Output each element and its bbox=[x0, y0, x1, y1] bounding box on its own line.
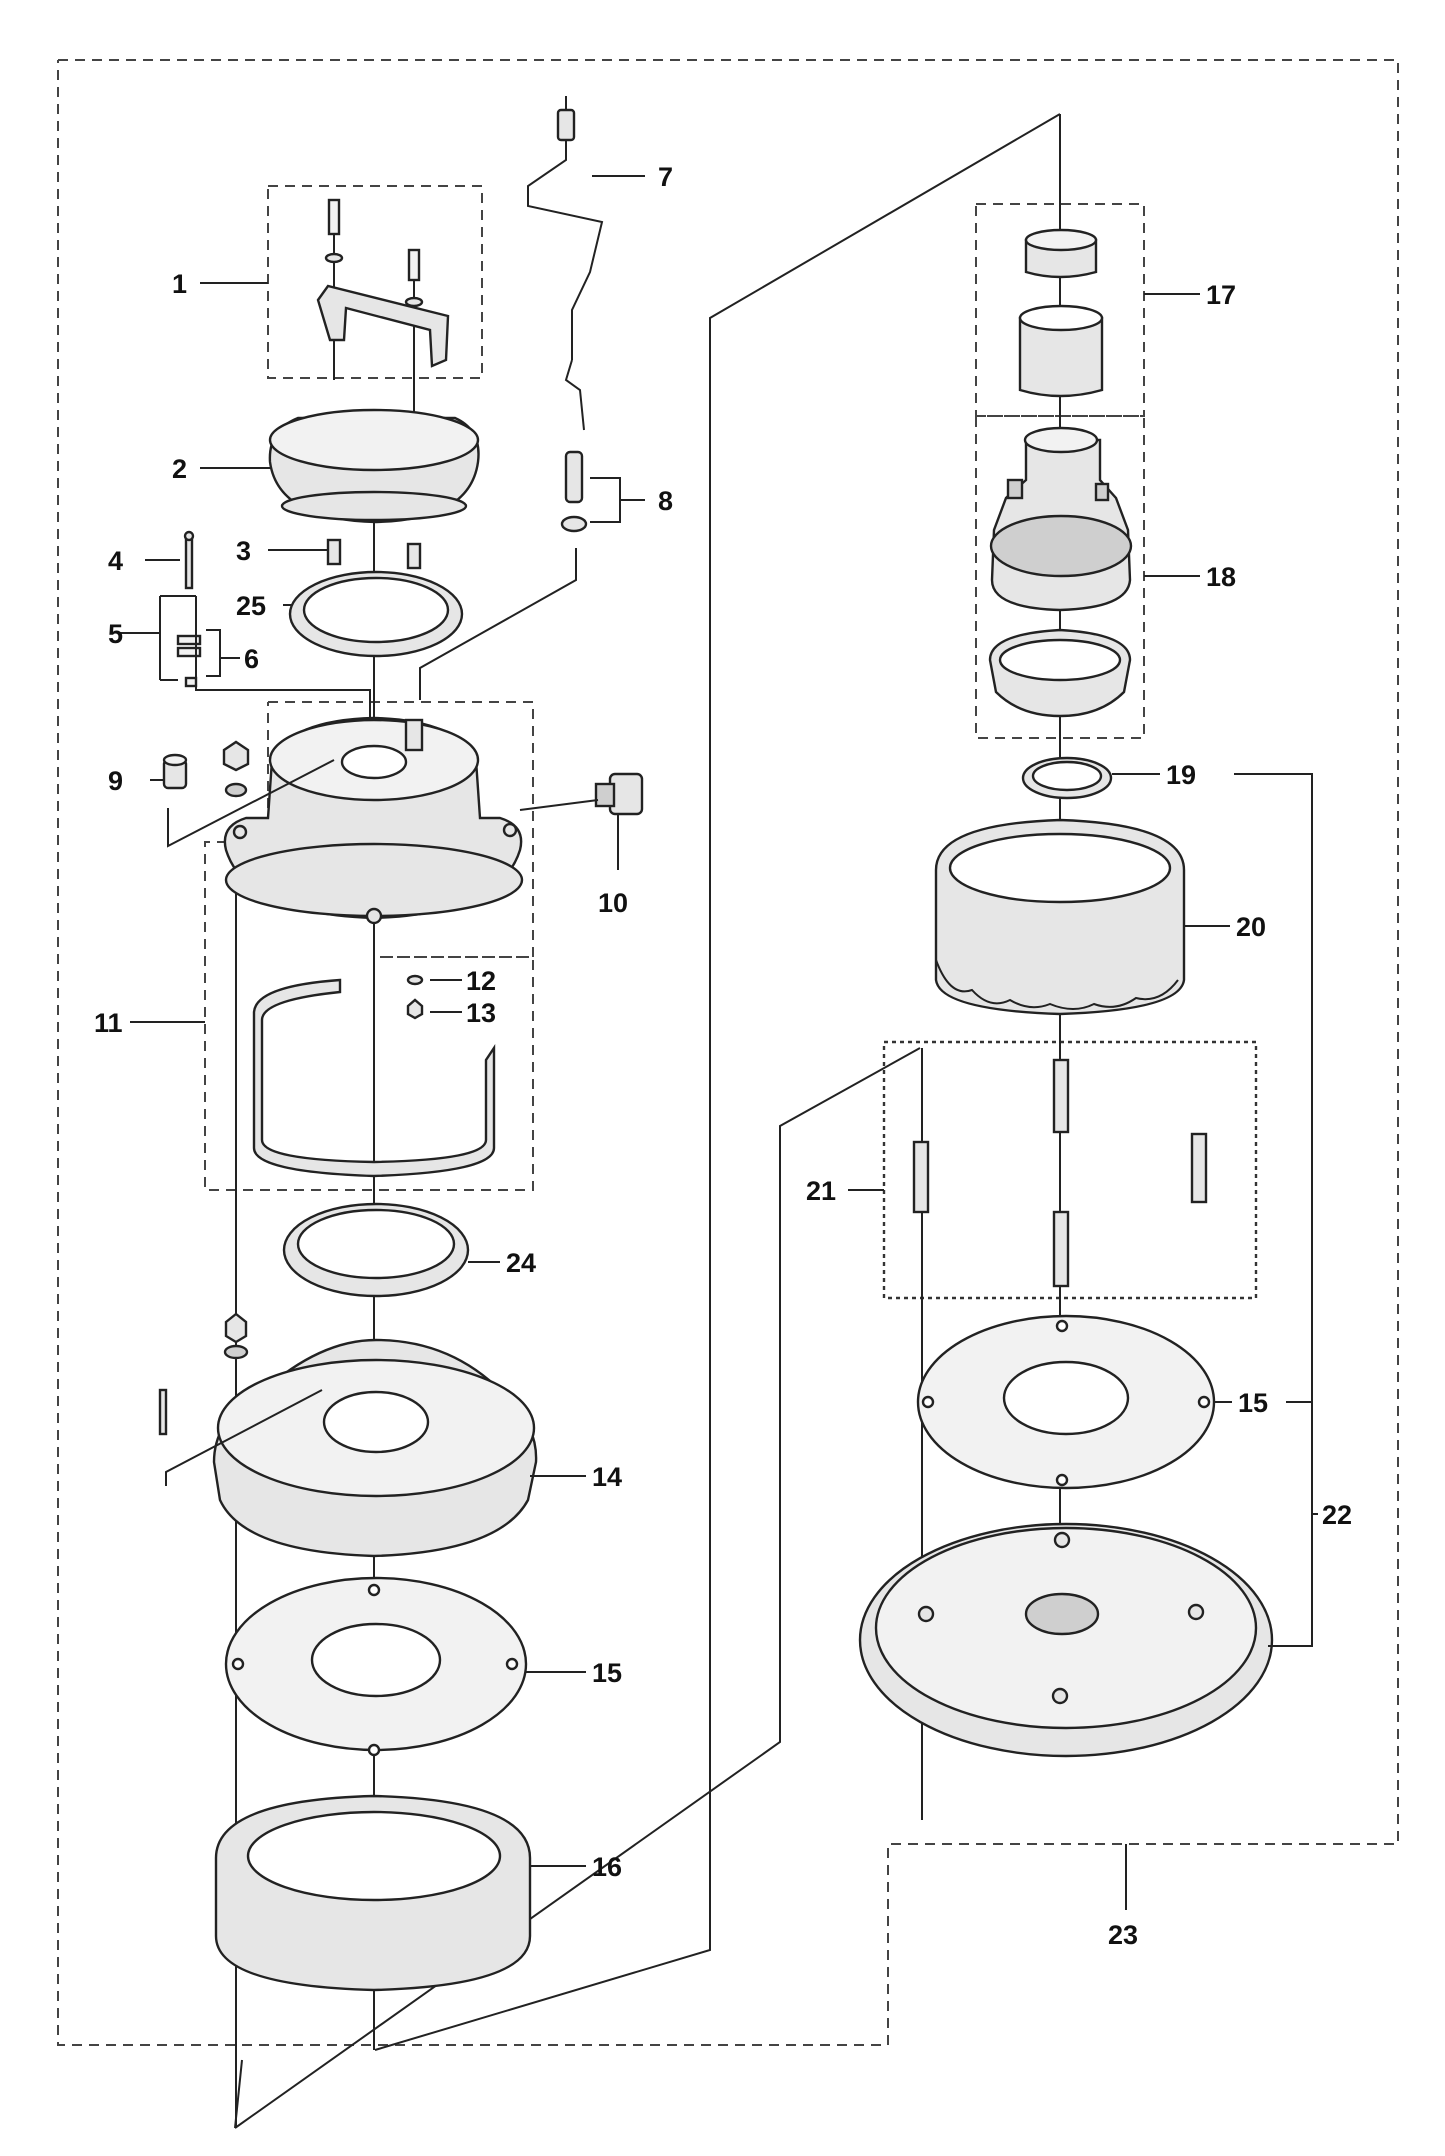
group-1-box bbox=[267, 185, 483, 379]
callout-15-right: 15 bbox=[1238, 1388, 1268, 1418]
switch-part bbox=[519, 772, 644, 816]
nut-part bbox=[406, 998, 424, 1020]
washer-part-2 bbox=[223, 1344, 249, 1360]
callout-4: 4 bbox=[108, 546, 123, 576]
filter-ring-part bbox=[282, 1202, 470, 1298]
support-post-parts bbox=[912, 1058, 1208, 1288]
callout-19: 19 bbox=[1166, 760, 1196, 790]
callout-6: 6 bbox=[244, 644, 259, 674]
callout-12: 12 bbox=[466, 966, 496, 996]
group-21-box bbox=[882, 1040, 1258, 1300]
bushing-parts bbox=[1018, 228, 1104, 398]
handle-part bbox=[316, 198, 450, 420]
power-cord-part bbox=[419, 96, 604, 700]
spacer-part-2 bbox=[406, 542, 422, 570]
callout-11: 11 bbox=[94, 1008, 123, 1038]
assembly-23-boundary bbox=[57, 59, 1399, 2046]
connector-left-to-right-upper bbox=[374, 113, 1061, 2051]
callout-18: 18 bbox=[1206, 562, 1236, 592]
callout-20: 20 bbox=[1236, 912, 1266, 942]
cap-parts bbox=[162, 740, 335, 848]
gasket-plate-part-2 bbox=[916, 1314, 1216, 1490]
foam-ring-part bbox=[214, 1794, 532, 1992]
base-plate-part bbox=[858, 1522, 1274, 1758]
spacer-part bbox=[326, 538, 342, 566]
callout-13: 13 bbox=[466, 998, 496, 1028]
callout-10: 10 bbox=[598, 888, 628, 918]
callout-16: 16 bbox=[592, 1852, 622, 1882]
nut-part-2 bbox=[224, 1312, 248, 1344]
motor-housing-part bbox=[223, 716, 524, 925]
bolt-part bbox=[158, 1388, 168, 1436]
callout-1: 1 bbox=[172, 269, 187, 299]
screw-parts bbox=[160, 530, 371, 740]
callout-21: 21 bbox=[806, 1176, 836, 1206]
callout-9: 9 bbox=[108, 766, 123, 796]
callout-14: 14 bbox=[592, 1462, 622, 1492]
vacuum-motor-part bbox=[988, 426, 1133, 718]
seal-ring-part bbox=[288, 570, 464, 658]
gasket-plate-part bbox=[224, 1576, 528, 1757]
base-housing-part bbox=[165, 1338, 538, 1558]
callout-23: 23 bbox=[1108, 1920, 1138, 1950]
callout-3: 3 bbox=[236, 536, 251, 566]
outer-shell-part bbox=[252, 978, 496, 1178]
callout-7: 7 bbox=[658, 162, 673, 192]
callout-8: 8 bbox=[658, 486, 673, 516]
leader-lines bbox=[120, 175, 1318, 1910]
callout-24: 24 bbox=[506, 1248, 536, 1278]
callout-15: 15 bbox=[592, 1658, 622, 1688]
o-ring-part bbox=[1021, 756, 1113, 800]
washer-part bbox=[406, 974, 424, 986]
lid-part bbox=[268, 408, 480, 524]
callout-25: 25 bbox=[236, 591, 266, 621]
callout-2: 2 bbox=[172, 454, 187, 484]
filter-basket-part bbox=[934, 818, 1186, 1016]
callout-22: 22 bbox=[1322, 1500, 1352, 1530]
callout-17: 17 bbox=[1206, 280, 1236, 310]
callout-5: 5 bbox=[108, 619, 123, 649]
